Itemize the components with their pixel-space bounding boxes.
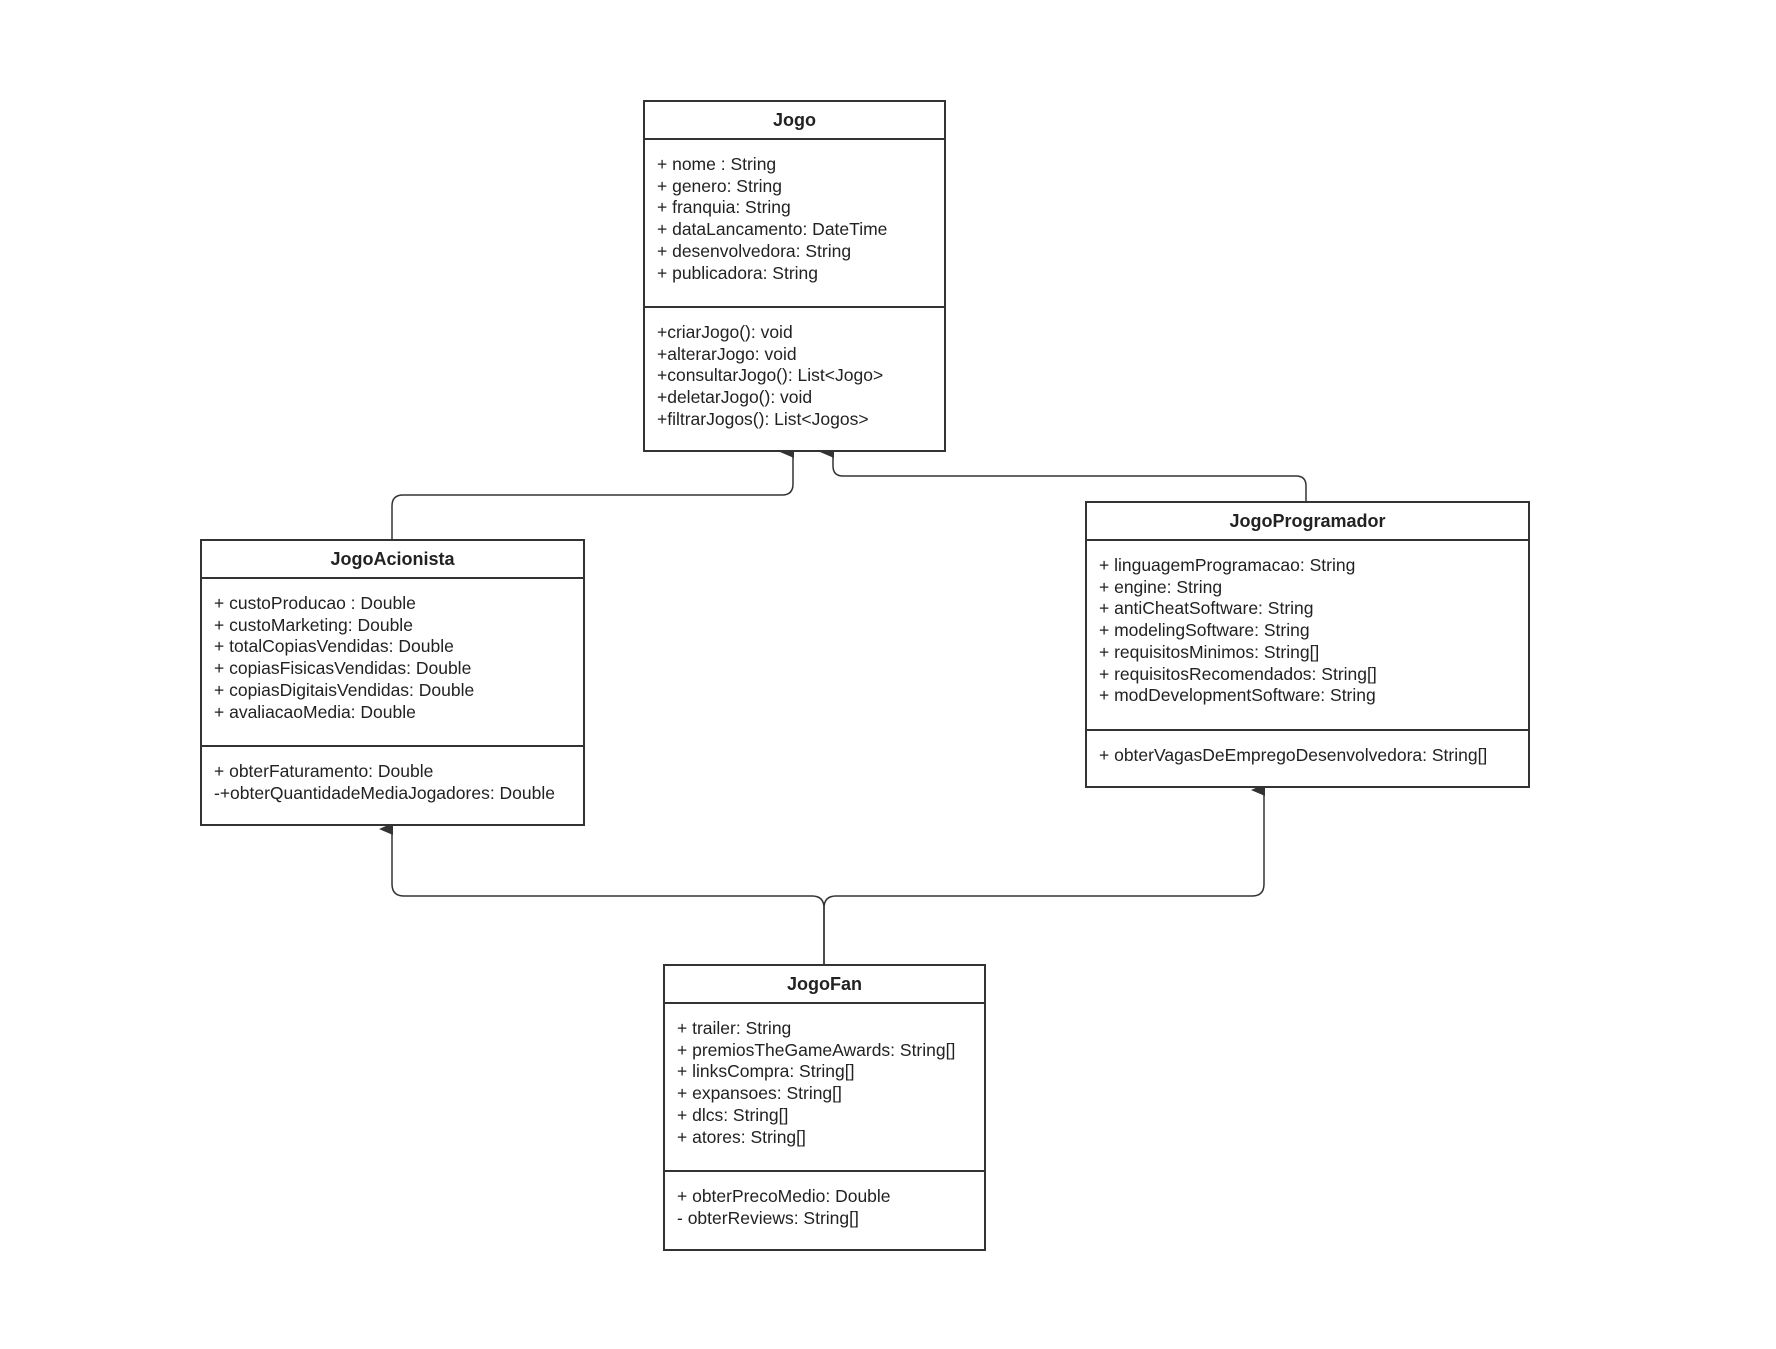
method: +filtrarJogos(): List<Jogos> <box>657 408 869 429</box>
class-jogofan-attributes: + trailer: String + premiosTheGameAwards… <box>665 1004 984 1172</box>
class-jogoacionista-attributes: + custoProducao : Double + custoMarketin… <box>202 579 583 747</box>
class-jogoacionista-name: JogoAcionista <box>202 541 583 579</box>
attribute: + copiasDigitaisVendidas: Double <box>214 679 475 700</box>
connector-jogofan-to-jogoacionista <box>379 823 825 964</box>
class-jogo-methods: +criarJogo(): void +alterarJogo: void +c… <box>645 308 944 431</box>
attribute: + nome : String <box>657 154 777 174</box>
class-jogo: Jogo + nome : String + genero: String + … <box>643 100 946 452</box>
class-jogoprogramador: JogoProgramador + linguagemProgramacao: … <box>1085 501 1530 788</box>
attribute: + trailer: String <box>677 1018 792 1038</box>
class-jogo-name: Jogo <box>645 102 944 140</box>
method: + obterFaturamento: Double <box>214 761 434 781</box>
connector-jogoprogramador-to-jogo <box>820 446 1307 501</box>
attribute: + custoProducao : Double <box>214 593 416 613</box>
method: +alterarJogo: void <box>657 343 797 364</box>
class-jogofan-methods: + obterPrecoMedio: Double - obterReviews… <box>665 1172 984 1229</box>
method: + obterVagasDeEmpregoDesenvolvedora: Str… <box>1099 745 1488 765</box>
class-jogoacionista: JogoAcionista + custoProducao : Double +… <box>200 539 585 826</box>
attribute: + modDevelopmentSoftware: String <box>1099 685 1376 706</box>
attribute: + engine: String <box>1099 576 1223 597</box>
attribute: + publicadora: String <box>657 262 819 283</box>
class-jogo-attributes: + nome : String + genero: String + franq… <box>645 140 944 308</box>
attribute: + totalCopiasVendidas: Double <box>214 636 454 657</box>
class-jogoprogramador-attributes: + linguagemProgramacao: String + engine:… <box>1087 541 1528 731</box>
class-jogofan: JogoFan + trailer: String + premiosTheGa… <box>663 964 986 1251</box>
attribute: + premiosTheGameAwards: String[] <box>677 1039 956 1060</box>
attribute: + requisitosRecomendados: String[] <box>1099 663 1377 684</box>
attribute: + copiasFisicasVendidas: Double <box>214 658 472 679</box>
attribute: + requisitosMinimos: String[] <box>1099 641 1320 662</box>
attribute: + custoMarketing: Double <box>214 614 413 635</box>
attribute: + linguagemProgramacao: String <box>1099 555 1356 575</box>
attribute: + linksCompra: String[] <box>677 1061 855 1082</box>
method: +criarJogo(): void <box>657 322 793 342</box>
attribute: + antiCheatSoftware: String <box>1099 598 1314 619</box>
method: +deletarJogo(): void <box>657 387 813 408</box>
attribute: + modelingSoftware: String <box>1099 620 1310 641</box>
attribute: + atores: String[] <box>677 1126 806 1147</box>
attribute: + genero: String <box>657 175 783 196</box>
class-jogoprogramador-name: JogoProgramador <box>1087 503 1528 541</box>
class-jogoacionista-methods: + obterFaturamento: Double -+obterQuanti… <box>202 747 583 804</box>
method: + obterPrecoMedio: Double <box>677 1186 891 1206</box>
method: - obterReviews: String[] <box>677 1207 859 1228</box>
attribute: + expansoes: String[] <box>677 1083 842 1104</box>
method: +consultarJogo(): List<Jogo> <box>657 365 884 386</box>
connector-jogofan-to-jogoprogramador <box>823 784 1265 964</box>
attribute: + avaliacaoMedia: Double <box>214 701 416 722</box>
method: -+obterQuantidadeMediaJogadores: Double <box>214 782 555 803</box>
attribute: + dataLancamento: DateTime <box>657 219 888 240</box>
connector-jogoacionista-to-jogo <box>391 446 794 539</box>
class-jogofan-name: JogoFan <box>665 966 984 1004</box>
class-jogoprogramador-methods: + obterVagasDeEmpregoDesenvolvedora: Str… <box>1087 731 1528 767</box>
attribute: + franquia: String <box>657 197 791 218</box>
attribute: + desenvolvedora: String <box>657 240 852 261</box>
attribute: + dlcs: String[] <box>677 1104 789 1125</box>
